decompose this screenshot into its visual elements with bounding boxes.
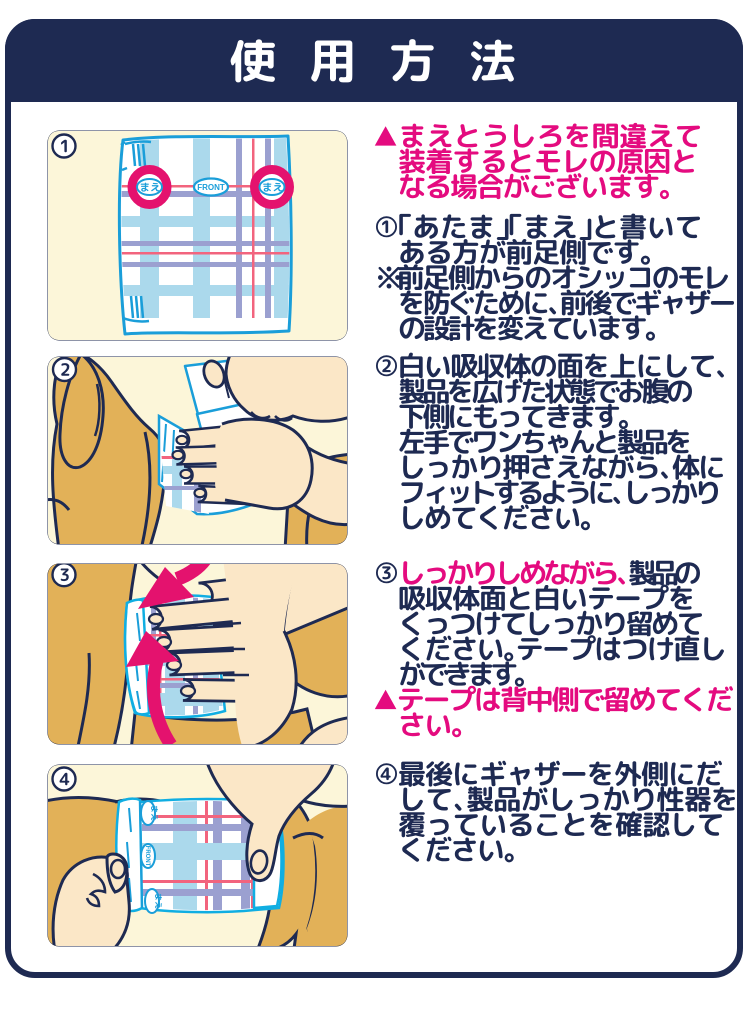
svg-text:FRONT: FRONT (197, 183, 225, 192)
svg-text:FRONT: FRONT (144, 846, 150, 867)
